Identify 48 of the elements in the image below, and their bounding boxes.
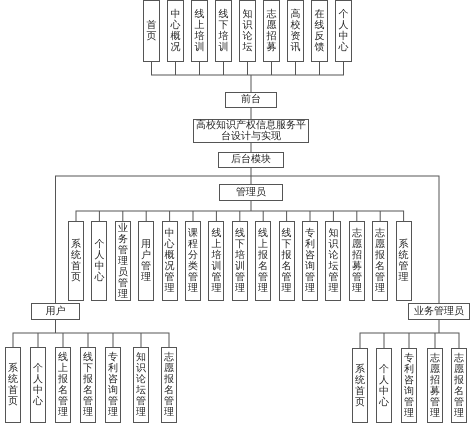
module-box: 业务管理员管理 (114, 221, 131, 301)
module-box: 个人中心 (91, 221, 108, 301)
category-box: 管理员 (219, 184, 283, 201)
module-box: 知识论坛 (239, 0, 256, 62)
module-box: 志愿招募管理 (427, 348, 443, 423)
module-box: 中心概况 (167, 0, 184, 62)
module-box: 系统管理 (396, 221, 412, 301)
module-box: 志愿招募管理 (348, 221, 365, 301)
module-box: 系统首页 (68, 221, 84, 301)
module-box: 用户管理 (138, 221, 154, 301)
category-box: 业务管理员 (408, 303, 470, 320)
module-box: 首页 (143, 0, 160, 62)
module-box: 知识论坛管理 (325, 221, 342, 301)
module-box: 系统首页 (5, 347, 21, 423)
connector-line (438, 320, 460, 348)
module-box: 志愿报名管理 (161, 347, 177, 423)
module-box: 线上培训管理 (208, 221, 224, 301)
module-box: 线下培训 (215, 0, 232, 62)
module-box: 志愿招募 (263, 0, 280, 62)
category-box: 后台模块 (218, 152, 284, 168)
module-box: 高校资讯 (287, 0, 304, 62)
module-box: 个人中心 (376, 348, 392, 423)
module-box: 个人中心 (335, 0, 352, 62)
category-box: 高校知识产权信息服务平台设计与实现 (193, 119, 309, 143)
connector-line (250, 168, 440, 304)
module-box: 专利咨询管理 (105, 347, 121, 423)
category-box: 前台 (225, 92, 277, 108)
module-box: 系统首页 (352, 348, 368, 423)
module-box: 专利咨询管理 (302, 221, 318, 301)
module-box: 线上报名管理 (255, 221, 272, 301)
module-box: 线上报名管理 (55, 347, 71, 423)
module-box: 课程分类管理 (185, 221, 201, 301)
module-box: 个人中心 (30, 347, 46, 423)
connector-line (250, 108, 252, 120)
category-box: 用户 (31, 303, 80, 320)
module-box: 知识论坛管理 (133, 347, 149, 423)
module-box: 线下培训管理 (232, 221, 248, 301)
module-box: 专利咨询管理 (401, 348, 417, 423)
module-box: 线下报名管理 (80, 347, 96, 423)
connector-line (250, 200, 404, 222)
module-box: 志愿报名管理 (451, 348, 467, 423)
module-box: 线上培训 (191, 0, 208, 62)
module-box: 中心概况管理 (162, 221, 178, 301)
module-box: 线下报名管理 (278, 221, 295, 301)
connector-line (250, 62, 344, 92)
module-box: 在线反馈 (311, 0, 328, 62)
connector-line (250, 142, 252, 152)
module-box: 志愿报名管理 (372, 221, 388, 301)
